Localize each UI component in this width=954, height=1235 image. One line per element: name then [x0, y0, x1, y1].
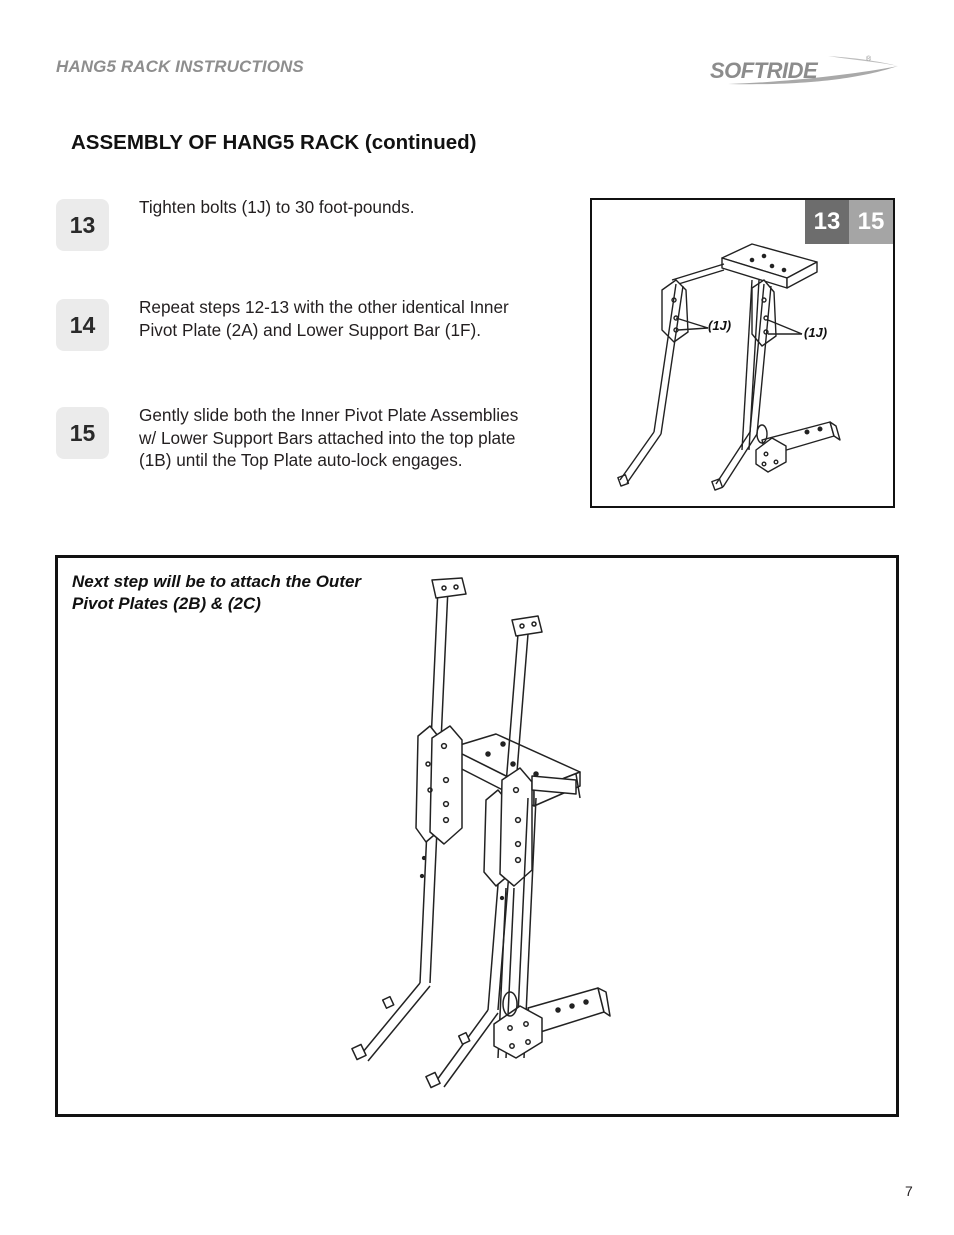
- step-number-badge: 15: [56, 407, 109, 459]
- step-text: Repeat steps 12-13 with the other identi…: [139, 297, 509, 340]
- document-header-title: HANG5 RACK INSTRUCTIONS: [56, 57, 304, 76]
- logo-text: SOFTRIDE: [710, 58, 818, 83]
- section-title: ASSEMBLY OF HANG5 RACK (continued): [71, 131, 477, 154]
- steps-13-15-figure: 13 15: [590, 198, 895, 508]
- bolt-callout-label: (1J): [804, 325, 828, 340]
- bolt-callout-label: (1J): [708, 318, 732, 333]
- figure-step-tag: 13: [805, 200, 849, 244]
- logo-swoosh-icon: [728, 56, 898, 85]
- next-step-figure: Next step will be to attach the Outer Pi…: [55, 555, 899, 1117]
- figure-step-tag: 15: [849, 200, 893, 244]
- logo-registered-mark: ®: [866, 56, 872, 63]
- next-step-note: Next step will be to attach the Outer Pi…: [72, 572, 362, 613]
- step-text: Gently slide both the Inner Pivot Plate …: [139, 405, 519, 470]
- page-number: 7: [905, 1183, 913, 1199]
- step-number-badge: 14: [56, 299, 109, 351]
- rack-assembly-drawing-small: [617, 243, 841, 491]
- softride-logo: SOFTRIDE ®: [708, 52, 902, 92]
- step-text: Tighten bolts (1J) to 30 foot-pounds.: [139, 197, 415, 217]
- step-number-badge: 13: [56, 199, 109, 251]
- rack-assembly-drawing-large: [351, 577, 611, 1089]
